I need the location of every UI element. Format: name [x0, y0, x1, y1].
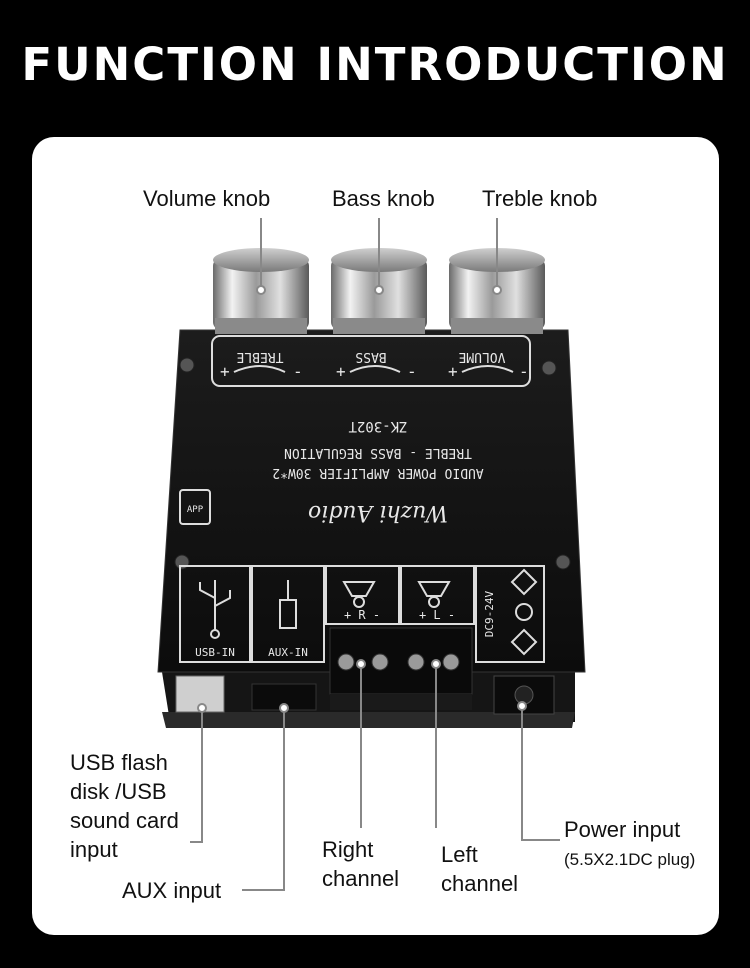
- pcb-regulation-text: TREBLE - BASS REGULATION: [284, 445, 472, 460]
- pcb-top: [157, 329, 586, 673]
- pcb-amplifier-text: AUDIO POWER AMPLIFIER 30W*2: [272, 465, 483, 480]
- usb-icon: [199, 580, 231, 639]
- power-input-label: Power input: [564, 817, 681, 842]
- power-plug-note: (5.5X2.1DC plug): [564, 850, 696, 869]
- aux-in-label: AUX-IN: [268, 646, 308, 659]
- dc-polarity-icon: [510, 568, 538, 656]
- treble-knob-shape: [449, 248, 545, 334]
- treble-knob-label: Treble knob: [482, 186, 598, 211]
- pcb-volume-label: VOLUME: [459, 349, 506, 364]
- terminal-screw-icon: [337, 653, 355, 671]
- pcb-volume-plus: +: [220, 362, 230, 381]
- app-icon: APP: [179, 489, 211, 525]
- usb-in-label: USB-IN: [195, 646, 235, 659]
- pcb-treble-plus: +: [448, 362, 458, 381]
- pcb-treble-minus: -: [519, 362, 529, 381]
- terminal-screw-icon: [371, 653, 389, 671]
- pcb-model-text: ZK-302T: [348, 418, 408, 434]
- terminal-screw-icon: [407, 653, 425, 671]
- pcb-brand-logo: Wuzhi Audio: [308, 500, 448, 525]
- left-channel-pcb-label: + L -: [419, 608, 455, 622]
- speaker-icon: [342, 581, 376, 608]
- pcb-treble-label: TREBLE: [237, 349, 284, 364]
- pcb-bass-plus: +: [336, 362, 346, 381]
- screw-icon: [541, 360, 557, 376]
- aux-input-label: AUX input: [122, 878, 222, 903]
- aux-icon: [279, 580, 297, 629]
- screw-icon: [179, 357, 195, 373]
- left-channel-label: Left channel: [441, 842, 519, 896]
- terminal-screw-icon: [442, 653, 460, 671]
- right-channel-label: Right channel: [322, 837, 400, 891]
- page-title: FUNCTION INTRODUCTION: [21, 38, 729, 91]
- app-label: APP: [187, 505, 204, 515]
- bass-knob-label: Bass knob: [332, 186, 435, 211]
- voltage-label: DC9-24V: [483, 590, 496, 637]
- screw-icon: [555, 554, 571, 570]
- speaker-icon: [417, 581, 451, 608]
- usb-input-label: USB flash disk /USB sound card input: [70, 750, 179, 862]
- pcb-bass-minus: -: [407, 362, 417, 381]
- pcb-volume-minus: -: [293, 362, 303, 381]
- pcb-bass-label: BASS: [355, 349, 386, 364]
- right-channel-pcb-label: + R -: [344, 608, 380, 622]
- volume-knob-label: Volume knob: [143, 186, 271, 211]
